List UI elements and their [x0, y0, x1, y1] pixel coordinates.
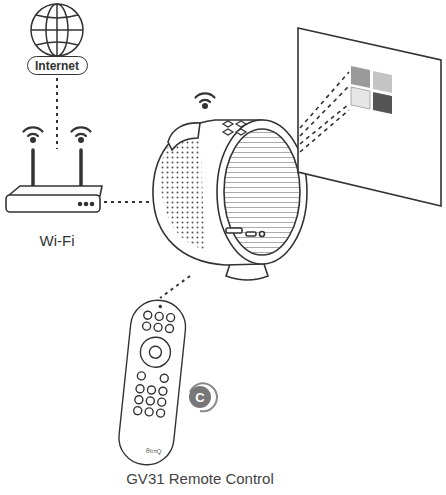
- remote-control-illustration: [116, 298, 188, 468]
- projection-beam: [300, 72, 349, 152]
- internet-pill: Internet: [27, 56, 88, 75]
- wireless-link: [104, 201, 152, 203]
- refresh-ring: [190, 383, 217, 411]
- dotted-link: [56, 78, 58, 149]
- router-icon: [6, 127, 102, 212]
- ir-link: [160, 276, 190, 298]
- c-badge: C: [189, 386, 211, 408]
- globe-icon: [31, 4, 83, 56]
- router-node: Wi-Fi: [5, 150, 109, 252]
- node-text: Wi-Fi: [40, 232, 75, 249]
- projector-illustration: [153, 93, 307, 280]
- node-text: C: [195, 390, 204, 405]
- node-text: GV31 Remote Control: [126, 470, 274, 487]
- node-text: Internet: [35, 59, 79, 73]
- projection-screen: [298, 28, 441, 206]
